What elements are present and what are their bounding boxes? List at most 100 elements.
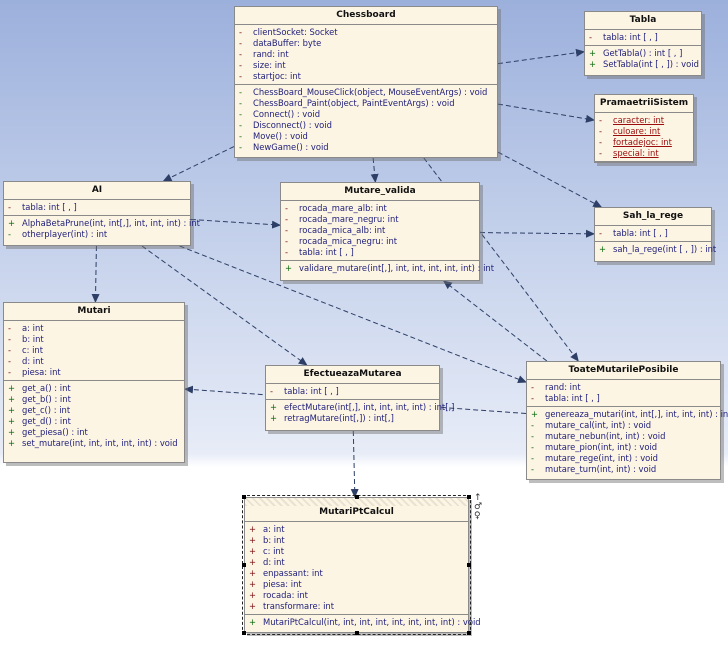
- resize-handle[interactable]: [242, 631, 246, 635]
- resize-handle[interactable]: [467, 495, 471, 499]
- resize-handle[interactable]: [242, 563, 246, 567]
- class-name[interactable]: Sah_la_rege: [595, 208, 711, 226]
- operation-row[interactable]: +get_c() : int: [4, 405, 184, 416]
- operation-row[interactable]: +GetTabla() : int [ , ]: [585, 48, 701, 59]
- operation-row[interactable]: -otherplayer(int) : int: [4, 229, 190, 240]
- class-tabla[interactable]: Tabla-tabla: int [ , ]+GetTabla() : int …: [584, 11, 702, 76]
- attribute-row[interactable]: +c: int: [245, 546, 468, 557]
- resize-handle[interactable]: [354, 495, 359, 499]
- operation-row[interactable]: +get_b() : int: [4, 394, 184, 405]
- class-name[interactable]: Mutare_valida: [281, 183, 479, 201]
- attribute-row[interactable]: -tabla: int [ , ]: [4, 202, 190, 213]
- attribute-row[interactable]: -rocada_mare_negru: int: [281, 214, 479, 225]
- class-chessboard[interactable]: Chessboard -clientSocket: Socket-dataBuff…: [234, 6, 498, 158]
- attribute-row[interactable]: -clientSocket: Socket: [235, 27, 497, 38]
- dependency-edge-chessboard-to-ai[interactable]: [162, 146, 235, 182]
- class-name[interactable]: Tabla: [585, 12, 701, 30]
- class-mutaripc[interactable]: MutariPtCalcul +a: int+b: int+c: int+d: i…: [242, 495, 481, 635]
- operation-row[interactable]: +SetTabla(int [ , ]) : void: [585, 59, 701, 70]
- dependency-edge-ai-to-toate[interactable]: [179, 245, 527, 383]
- attribute-row[interactable]: +transformare: int: [245, 601, 468, 612]
- class-name[interactable]: MutariPtCalcul: [245, 498, 468, 522]
- class-name[interactable]: Mutari: [4, 303, 184, 321]
- attribute-row[interactable]: -b: int: [4, 334, 184, 345]
- operation-row[interactable]: -ChessBoard_Paint(object, PaintEventArgs…: [235, 98, 497, 109]
- operation-row[interactable]: +validare_mutare(int[,], int, int, int, …: [281, 263, 494, 274]
- dependency-edge-efectueaza-to-mutaripc[interactable]: [350, 430, 359, 498]
- attribute-row[interactable]: -d: int: [4, 356, 184, 367]
- attribute-row[interactable]: -c: int: [4, 345, 184, 356]
- attribute-row[interactable]: -tabla: int [ , ]: [281, 247, 479, 258]
- operation-row[interactable]: +efectMutare(int[,], int, int, int, int)…: [266, 402, 454, 413]
- operation-row[interactable]: -mutare_turn(int, int) : void: [527, 464, 720, 475]
- attribute-row[interactable]: -culoare: int: [595, 126, 693, 137]
- dependency-edge-chessboard-to-sah_la_rege[interactable]: [497, 151, 603, 208]
- operation-row[interactable]: -NewGame() : void: [235, 142, 497, 153]
- attribute-row[interactable]: -special: int: [595, 148, 693, 159]
- class-efectueaza[interactable]: EfectueazaMutarea -tabla: int [ , ] +efect…: [265, 365, 454, 431]
- dependency-edge-ai-to-mutari[interactable]: [91, 245, 100, 303]
- attribute-row[interactable]: -startjoc: int: [235, 71, 497, 82]
- operation-row[interactable]: +set_mutare(int, int, int, int, int) : v…: [4, 438, 184, 449]
- attribute-row[interactable]: +rocada: int: [245, 590, 468, 601]
- operation-row[interactable]: +get_d() : int: [4, 416, 184, 427]
- class-toate[interactable]: ToateMutarilePosibile -rand: int-tabla: i…: [526, 361, 728, 480]
- selection-tool-icons[interactable]: ↑♂♀: [474, 494, 482, 521]
- operation-row[interactable]: -Disconnect() : void: [235, 120, 497, 131]
- class-name[interactable]: PramaetriiSistem: [595, 95, 693, 113]
- selection-tool-icon[interactable]: ♀: [474, 511, 481, 521]
- attribute-row[interactable]: -tabla: int [ , ]: [595, 228, 711, 239]
- class-name[interactable]: AI: [4, 182, 190, 200]
- selection-tool-icon[interactable]: ↑: [474, 493, 482, 503]
- attribute-row[interactable]: -rocada_mica_negru: int: [281, 236, 479, 247]
- attribute-row[interactable]: -tabla: int [ , ]: [527, 393, 720, 404]
- attribute-row[interactable]: -dataBuffer: byte: [235, 38, 497, 49]
- operation-row[interactable]: -Connect() : void: [235, 109, 497, 120]
- dependency-edge-chessboard-to-tabla[interactable]: [497, 48, 585, 65]
- class-pramaetrii[interactable]: PramaetriiSistem -caracter: int-culoare: …: [594, 94, 694, 163]
- attribute-row[interactable]: +b: int: [245, 535, 468, 546]
- attribute-row[interactable]: -rocada_mare_alb: int: [281, 203, 479, 214]
- class-name[interactable]: Chessboard: [235, 7, 497, 25]
- dependency-edge-chessboard-to-mutare_valida[interactable]: [370, 157, 379, 183]
- class-mutari[interactable]: Mutari -a: int-b: int-c: int-d: int-piesa…: [3, 302, 185, 463]
- attribute-row[interactable]: -rand: int: [235, 49, 497, 60]
- attribute-row[interactable]: -rand: int: [527, 382, 720, 393]
- attribute-row[interactable]: +d: int: [245, 557, 468, 568]
- attribute-row[interactable]: +piesa: int: [245, 579, 468, 590]
- resize-handle[interactable]: [467, 631, 471, 635]
- attribute-row[interactable]: -a: int: [4, 323, 184, 334]
- resize-handle[interactable]: [242, 495, 246, 499]
- attribute-row[interactable]: -rocada_mica_alb: int: [281, 225, 479, 236]
- operation-row[interactable]: -mutare_pion(int, int) : void: [527, 442, 720, 453]
- dependency-edge-toate-to-mutare_valida[interactable]: [442, 280, 548, 362]
- dependency-edge-ai-to-mutare_valida[interactable]: [190, 218, 281, 229]
- class-mutare_valida[interactable]: Mutare_valida-rocada_mare_alb: int-rocad…: [280, 182, 494, 281]
- operation-row[interactable]: -mutare_cal(int, int) : void: [527, 420, 720, 431]
- dependency-edge-mutare_valida-to-sah_la_rege[interactable]: [479, 229, 595, 238]
- attribute-row[interactable]: +a: int: [245, 524, 468, 535]
- attribute-row[interactable]: -fortadejoc: int: [595, 137, 693, 148]
- dependency-edge-chessboard-to-pramaetrii[interactable]: [497, 103, 595, 123]
- operation-row[interactable]: +get_a() : int: [4, 383, 184, 394]
- operation-row[interactable]: +get_piesa() : int: [4, 427, 184, 438]
- attribute-row[interactable]: -tabla: int [ , ]: [266, 386, 439, 397]
- attribute-row[interactable]: -piesa: int: [4, 367, 184, 378]
- operation-row[interactable]: -mutare_nebun(int, int) : void: [527, 431, 720, 442]
- class-name[interactable]: ToateMutarilePosibile: [527, 362, 720, 380]
- resize-handle[interactable]: [354, 631, 359, 635]
- class-sah_la_rege[interactable]: Sah_la_rege -tabla: int [ , ] +sah_la_rege…: [594, 207, 716, 262]
- operation-row[interactable]: -ChessBoard_MouseClick(object, MouseEven…: [235, 87, 497, 98]
- selection-tool-icon[interactable]: ♂: [474, 502, 483, 512]
- operation-row[interactable]: +genereaza_mutari(int, int[,], int, int,…: [527, 409, 728, 420]
- dependency-edge-ai-to-efectueaza[interactable]: [141, 245, 308, 366]
- operation-row[interactable]: +sah_la_rege(int [ , ]) : int: [595, 244, 716, 255]
- class-ai[interactable]: AI-tabla: int [ , ]+AlphaBetaPrune(int, …: [3, 181, 200, 246]
- attribute-row[interactable]: +enpassant: int: [245, 568, 468, 579]
- operation-row[interactable]: -mutare_rege(int, int) : void: [527, 453, 720, 464]
- attribute-row[interactable]: -size: int: [235, 60, 497, 71]
- class-name[interactable]: EfectueazaMutarea: [266, 366, 439, 384]
- operation-row[interactable]: -Move() : void: [235, 131, 497, 142]
- attribute-row[interactable]: -caracter: int: [595, 115, 693, 126]
